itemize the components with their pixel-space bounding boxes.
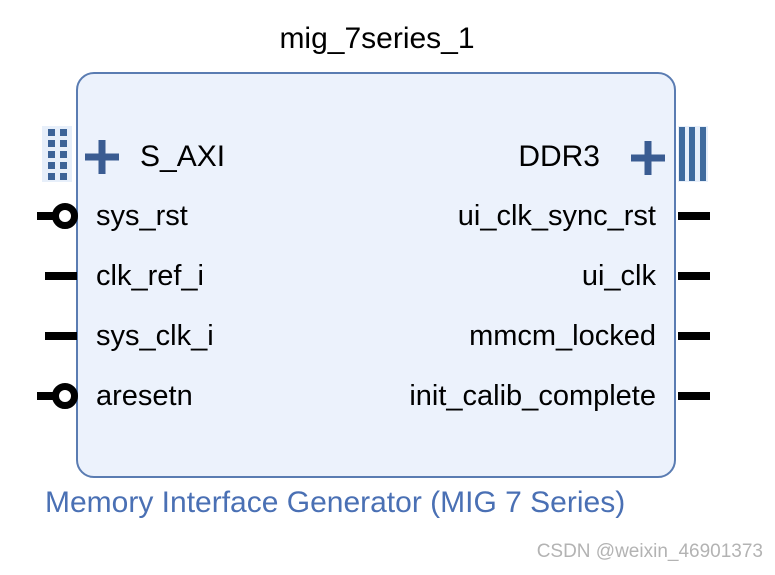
mmcm-locked-pin-stub[interactable] — [678, 332, 710, 340]
block-instance-name: mig_7series_1 — [279, 22, 475, 55]
aresetn-pin-stub[interactable] — [37, 392, 54, 400]
interface-label-s-axi[interactable]: S_AXI — [140, 140, 226, 173]
clk-ref-i-pin-stub[interactable] — [45, 272, 77, 280]
port-label-sys-clk-i[interactable]: sys_clk_i — [96, 320, 214, 352]
ui-clk-sync-rst-pin-stub[interactable] — [678, 212, 710, 220]
port-label-clk-ref-i[interactable]: clk_ref_i — [96, 260, 204, 292]
ip-description-caption: Memory Interface Generator (MIG 7 Series… — [45, 486, 626, 519]
sys-rst-active-low-bubble-icon[interactable] — [52, 203, 78, 229]
port-label-ui-clk-sync-rst[interactable]: ui_clk_sync_rst — [457, 200, 656, 232]
port-label-ui-clk[interactable]: ui_clk — [581, 260, 656, 292]
sys-clk-i-pin-stub[interactable] — [45, 332, 77, 340]
aresetn-active-low-bubble-icon[interactable] — [52, 383, 78, 409]
port-label-init-calib-complete[interactable]: init_calib_complete — [409, 380, 656, 412]
ddr3-interface-pin-solid-icon[interactable] — [678, 126, 708, 187]
s-axi-interface-pin-dashed-icon[interactable] — [42, 126, 72, 187]
expand-plus-icon[interactable] — [84, 139, 120, 175]
watermark-text: CSDN @weixin_46901373 — [536, 541, 763, 562]
expand-plus-icon[interactable] — [630, 140, 666, 176]
init-calib-complete-pin-stub[interactable] — [678, 392, 710, 400]
port-label-mmcm-locked[interactable]: mmcm_locked — [469, 320, 656, 352]
sys-rst-pin-stub[interactable] — [37, 212, 54, 220]
interface-label-ddr3[interactable]: DDR3 — [518, 140, 600, 173]
port-label-sys-rst[interactable]: sys_rst — [96, 200, 188, 232]
port-label-aresetn[interactable]: aresetn — [96, 380, 193, 412]
ui-clk-pin-stub[interactable] — [678, 272, 710, 280]
ip-block-mig-7series[interactable] — [76, 72, 676, 478]
